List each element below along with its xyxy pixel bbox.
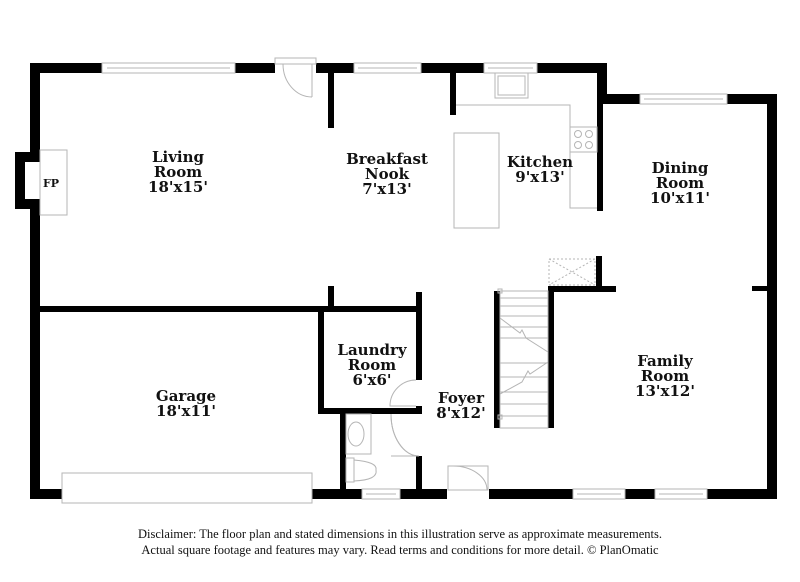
room-label-garage: Garage 18'x11' bbox=[156, 389, 216, 419]
room-name-line: Laundry bbox=[337, 341, 407, 359]
room-name-line: Room bbox=[655, 174, 705, 192]
room-dimensions: 9'x13' bbox=[515, 168, 565, 186]
room-name-line: Room bbox=[640, 367, 690, 385]
closet bbox=[548, 258, 596, 286]
room-name-line: Nook bbox=[364, 165, 410, 183]
room-name-line: Room bbox=[153, 163, 203, 181]
disclaimer: Disclaimer: The floor plan and stated di… bbox=[0, 526, 800, 558]
room-dimensions: 7'x13' bbox=[362, 180, 412, 198]
room-name-line: Family bbox=[637, 352, 693, 370]
room-name-line: Dining bbox=[651, 159, 709, 177]
room-dimensions: 8'x12' bbox=[436, 404, 486, 422]
room-label-kitchen: Kitchen 9'x13' bbox=[507, 155, 573, 185]
room-label-breakfast-nook: Breakfast Nook 7'x13' bbox=[346, 152, 428, 197]
stairs bbox=[497, 288, 549, 429]
disclaimer-line-1: Disclaimer: The floor plan and stated di… bbox=[138, 527, 662, 541]
room-dimensions: 10'x11' bbox=[650, 189, 710, 207]
bathroom-fixtures bbox=[345, 413, 377, 483]
room-name-line: Breakfast bbox=[346, 150, 428, 168]
room-name-line: Room bbox=[347, 356, 397, 374]
room-name-line: Living bbox=[151, 148, 205, 166]
room-label-family-room: Family Room 13'x12' bbox=[635, 354, 695, 399]
room-dimensions: 18'x15' bbox=[148, 178, 208, 196]
fireplace bbox=[39, 149, 68, 216]
doors bbox=[274, 57, 489, 491]
disclaimer-line-2: Actual square footage and features may v… bbox=[141, 543, 659, 557]
interior-walls bbox=[40, 73, 770, 492]
room-label-laundry-room: Laundry Room 6'x6' bbox=[337, 343, 406, 388]
room-label-dining-room: Dining Room 10'x11' bbox=[650, 161, 710, 206]
room-label-foyer: Foyer 8'x12' bbox=[436, 391, 485, 421]
exterior-walls bbox=[15, 63, 777, 499]
windows bbox=[61, 62, 728, 504]
room-label-living-room: Living Room 18'x15' bbox=[148, 150, 208, 195]
room-dimensions: 6'x6' bbox=[352, 371, 392, 389]
room-name-line: Foyer bbox=[437, 389, 484, 407]
room-dimensions: 18'x11' bbox=[156, 402, 216, 420]
room-dimensions: 13'x12' bbox=[635, 382, 695, 400]
fireplace-label: FP bbox=[43, 177, 60, 190]
room-name-line: Kitchen bbox=[506, 153, 574, 171]
kitchen-fixtures bbox=[453, 72, 598, 229]
room-name-line: Garage bbox=[155, 387, 217, 405]
